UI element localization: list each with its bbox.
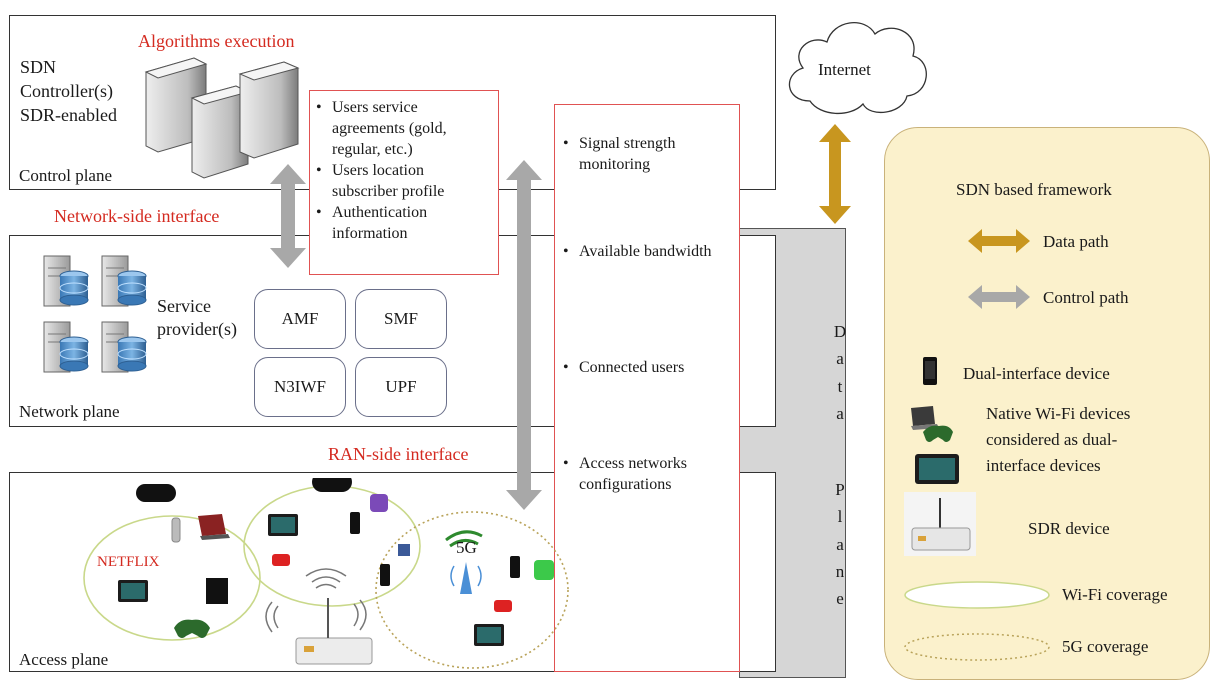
data-plane-letter: e	[836, 589, 844, 608]
legend-native-wifi-line-3: interface devices	[986, 456, 1101, 475]
phone-icon	[380, 564, 390, 586]
facetime-icon	[534, 560, 554, 580]
internet-cloud	[788, 22, 927, 115]
monitoring-info-box: Signal strength monitoring Available ban…	[554, 104, 740, 672]
legend-data-path-label: Data path	[1043, 232, 1109, 251]
legend-native-wifi-devices-icon	[911, 406, 959, 484]
viber-icon	[370, 494, 388, 512]
data-plane-letter: a	[836, 349, 844, 368]
legend-title: SDN based framework	[956, 180, 1112, 199]
info-access-network-config: Access networks configurations	[559, 453, 749, 495]
legend-native-wifi-line-1: Native Wi-Fi devices	[986, 404, 1131, 423]
wifi-logo-icon	[136, 484, 176, 502]
legend-control-path-label: Control path	[1043, 288, 1129, 307]
ran-side-interface-label: RAN-side interface	[328, 444, 469, 464]
network-side-interface-label: Network-side interface	[54, 206, 220, 226]
legend-wifi-coverage-ellipse	[904, 581, 1050, 609]
network-plane-label: Network plane	[19, 402, 120, 421]
netflix-label: NETFLIX	[97, 554, 160, 570]
algorithms-execution-heading: Algorithms execution	[138, 31, 295, 51]
legend-sdr-device-icon	[904, 492, 976, 556]
access-point-icon	[171, 517, 181, 543]
info-available-bandwidth: Available bandwidth	[559, 241, 729, 262]
wifi-coverage-ellipse-left	[83, 515, 261, 641]
internet-label: Internet	[818, 60, 871, 79]
info-service-agreements: Users service agreements (gold, regular,…	[312, 97, 490, 160]
legend-sdr-device-label: SDR device	[1028, 519, 1110, 538]
sdn-controller-line-1: SDN	[20, 57, 57, 77]
legend-dual-interface-label: Dual-interface device	[963, 364, 1110, 383]
facebook-icon	[398, 544, 410, 556]
legend-wifi-coverage-label: Wi-Fi coverage	[1062, 585, 1168, 604]
data-plane-letter: D	[833, 322, 847, 341]
legend-data-path-arrow	[968, 229, 1030, 253]
info-signal-strength: Signal strength monitoring	[559, 133, 739, 175]
service-provider-line-2: provider(s)	[157, 319, 237, 339]
sdr-device-icon	[295, 637, 373, 665]
data-plane-letter: n	[835, 562, 845, 581]
legend-5g-coverage-label: 5G coverage	[1062, 637, 1149, 656]
sdn-controller-line-3: SDR-enabled	[20, 105, 117, 125]
access-plane-label: Access plane	[19, 650, 109, 669]
legend-native-wifi-line-2: considered as dual-	[986, 430, 1118, 449]
fiveg-coverage-ellipse	[375, 511, 569, 669]
nf-smf: SMF	[355, 289, 447, 349]
laptop-icon	[198, 514, 226, 536]
data-plane-letter: l	[837, 507, 843, 526]
data-path-arrow-internet	[819, 124, 851, 224]
wifi-coverage-ellipse-center	[243, 485, 421, 607]
data-plane-letter: t	[837, 377, 843, 396]
gamepad-icon	[174, 619, 210, 638]
controller-info-box: Users service agreements (gold, regular,…	[309, 90, 499, 275]
antenna-5g-icon	[460, 562, 472, 594]
youtube-icon	[494, 600, 512, 612]
fifa-game-icon	[206, 578, 228, 604]
fiveg-label: 5G	[456, 538, 477, 557]
nf-amf: AMF	[254, 289, 346, 349]
control-path-arrow-network-side	[270, 164, 306, 268]
wifi-logo-icon	[312, 478, 352, 492]
data-plane-letter: a	[836, 535, 844, 554]
youtube-icon	[272, 554, 290, 566]
data-plane-letter: P	[835, 480, 845, 499]
legend-5g-coverage-ellipse	[904, 633, 1050, 661]
info-connected-users: Connected users	[559, 357, 749, 378]
data-plane-letter: a	[836, 404, 844, 423]
phone-icon	[350, 512, 360, 534]
sdn-controller-line-2: Controller(s)	[20, 81, 113, 101]
info-users-location: Users location subscriber profile	[312, 160, 490, 202]
database-servers-icon	[43, 255, 147, 373]
phone-icon	[510, 556, 520, 578]
service-provider-line-1: Service	[157, 296, 211, 316]
control-path-arrow-ran-side	[506, 160, 542, 510]
nf-upf: UPF	[355, 357, 447, 417]
legend-dual-interface-device-icon	[923, 357, 937, 385]
server-towers-icon	[144, 57, 300, 179]
nf-n3iwf: N3IWF	[254, 357, 346, 417]
control-plane-label: Control plane	[19, 166, 113, 185]
info-authentication: Authentication information	[312, 202, 490, 244]
legend-control-path-arrow	[968, 285, 1030, 309]
access-coverage-illustration	[83, 478, 569, 669]
